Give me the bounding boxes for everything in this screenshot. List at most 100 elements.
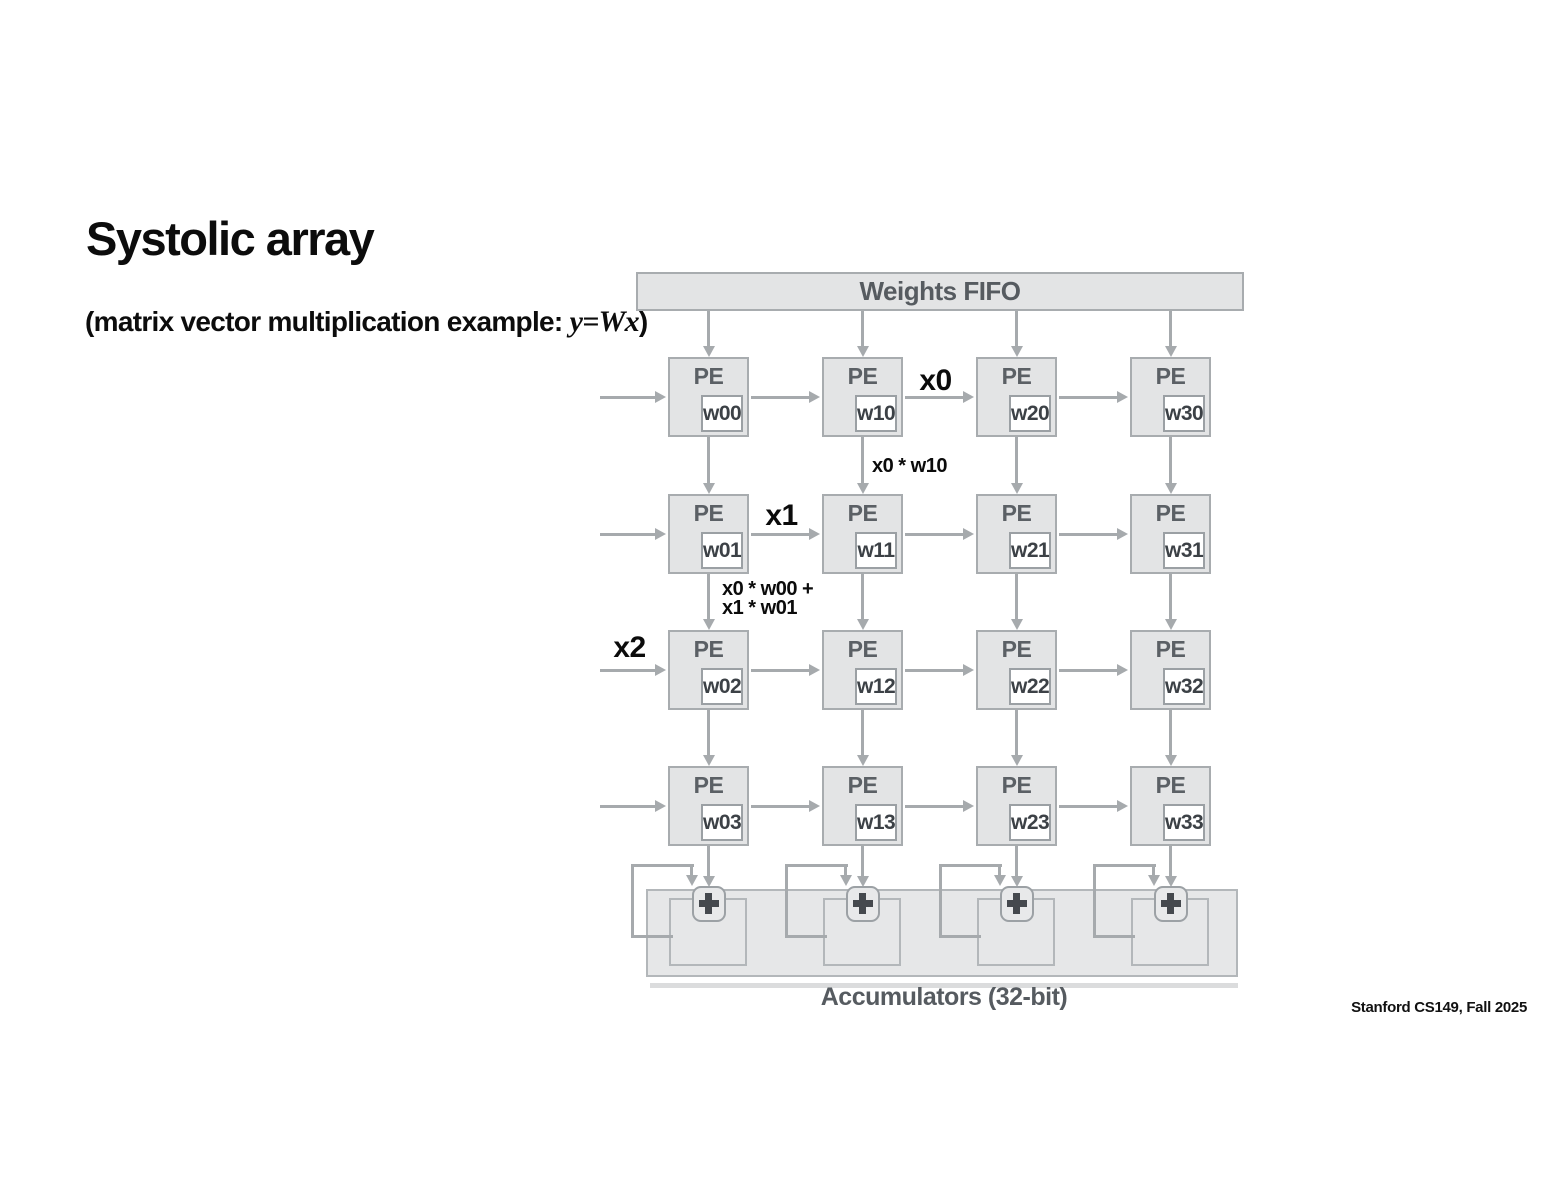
input-label-x1: x1: [765, 499, 798, 532]
pe-title: PE: [847, 500, 878, 526]
arrow-col0-r0r1-line: [707, 437, 710, 484]
arrow-col3-to-accumulator-line: [1169, 846, 1172, 877]
arrow-row2-input-line: [600, 668, 656, 672]
pe-title: PE: [1155, 363, 1186, 389]
arrow-row1-input-line: [600, 532, 656, 536]
arrow-row2-c1c2-head: [963, 664, 974, 676]
arrow-col3-to-accumulator-head: [1164, 876, 1177, 887]
feedback-wire-stub: [998, 864, 1001, 877]
arrow-row3-c1c2-head: [963, 800, 974, 812]
pe-title: PE: [1155, 500, 1186, 526]
weight-register-w32: w32: [1163, 668, 1205, 705]
arrow-col1-r1r2-head: [856, 619, 869, 630]
subtitle-close-paren: ): [638, 306, 648, 337]
weight-register-w30: w30: [1163, 395, 1205, 432]
arrow-row1-c2c3-line: [1059, 532, 1118, 536]
arrow-col0-r2r3-line: [707, 710, 710, 756]
feedback-wire-left: [785, 864, 788, 938]
plus-icon: [705, 893, 712, 914]
subtitle-formula: y=Wx: [569, 305, 640, 338]
pe-title: PE: [1001, 500, 1032, 526]
arrow-row2-input-head: [655, 664, 666, 676]
arrow-fifo-col2-line: [1015, 311, 1018, 347]
arrow-row1-c0c1-head: [809, 528, 820, 540]
arrow-col0-r2r3-head: [702, 755, 715, 766]
feedback-arrow-head: [993, 875, 1006, 886]
arrow-row0-c1c2-head: [963, 391, 974, 403]
arrow-col3-r0r1-line: [1169, 437, 1172, 484]
accumulators-label: Accumulators (32-bit): [820, 983, 1068, 1011]
arrow-fifo-col3-line: [1169, 311, 1172, 347]
arrow-fifo-col0-line: [707, 311, 710, 347]
feedback-wire-stub: [844, 864, 847, 877]
input-label-x0: x0: [919, 364, 952, 397]
arrow-col2-r1r2-line: [1015, 574, 1018, 620]
weight-register-w22: w22: [1009, 668, 1051, 705]
arrow-row2-c0c1-line: [751, 668, 810, 672]
arrow-row3-c2c3-line: [1059, 804, 1118, 808]
arrow-row0-c1c2-line: [905, 395, 964, 399]
partial-sum-label-2-line1: x0 * w00 +: [722, 578, 814, 600]
arrow-row1-c1c2-head: [963, 528, 974, 540]
feedback-wire-bottom: [939, 935, 981, 938]
arrow-row3-c0c1-line: [751, 804, 810, 808]
feedback-wire-top: [1094, 864, 1156, 867]
arrow-row1-c0c1-line: [751, 532, 810, 536]
arrow-row0-input-line: [600, 395, 656, 399]
arrow-col3-r1r2-head: [1164, 619, 1177, 630]
arrow-row2-c0c1-head: [809, 664, 820, 676]
feedback-arrow-head: [1147, 875, 1160, 886]
pe-title: PE: [847, 363, 878, 389]
weights-fifo-box: Weights FIFO: [636, 272, 1244, 311]
pe-cell-w30: PE w30: [1130, 357, 1211, 437]
arrow-row3-c1c2-line: [905, 804, 964, 808]
weight-register-w12: w12: [855, 668, 897, 705]
input-label-x2: x2: [613, 631, 646, 664]
slide-subtitle: (matrix vector multiplication example: y…: [85, 305, 648, 339]
arrow-col1-r2r3-line: [861, 710, 864, 756]
pe-title: PE: [847, 772, 878, 798]
arrow-col2-r2r3-line: [1015, 710, 1018, 756]
arrow-row1-c1c2-line: [905, 532, 964, 536]
arrow-row0-c2c3-head: [1117, 391, 1128, 403]
pe-title: PE: [1001, 363, 1032, 389]
weight-register-w10: w10: [855, 395, 897, 432]
arrow-row1-input-head: [655, 528, 666, 540]
accumulator-adder-3: [1153, 886, 1188, 922]
accumulator-adder-2: [999, 886, 1034, 922]
arrow-col0-r0r1-head: [702, 483, 715, 494]
feedback-wire-stub: [1152, 864, 1155, 877]
arrow-col2-r0r1-head: [1010, 483, 1023, 494]
pe-cell-w03: PE w03: [668, 766, 749, 846]
weight-register-w20: w20: [1009, 395, 1051, 432]
arrow-row2-c2c3-head: [1117, 664, 1128, 676]
weight-register-w01: w01: [701, 532, 743, 569]
feedback-wire-top: [632, 864, 694, 867]
arrow-fifo-col0-head: [702, 346, 715, 357]
feedback-arrow-head: [839, 875, 852, 886]
weights-fifo-label: Weights FIFO: [859, 276, 1021, 306]
feedback-arrow-head: [685, 875, 698, 886]
pe-title: PE: [1001, 636, 1032, 662]
arrow-col1-r0r1-head: [856, 483, 869, 494]
weight-register-w03: w03: [701, 804, 743, 841]
pe-title: PE: [1155, 636, 1186, 662]
pe-title: PE: [693, 363, 724, 389]
arrow-row3-c0c1-head: [809, 800, 820, 812]
feedback-wire-bottom: [785, 935, 827, 938]
feedback-wire-left: [631, 864, 634, 938]
pe-cell-w20: PE w20: [976, 357, 1057, 437]
pe-cell-w32: PE w32: [1130, 630, 1211, 710]
weight-register-w23: w23: [1009, 804, 1051, 841]
arrow-row1-c2c3-head: [1117, 528, 1128, 540]
arrow-row3-input-head: [655, 800, 666, 812]
arrow-col1-r1r2-line: [861, 574, 864, 620]
feedback-wire-left: [939, 864, 942, 938]
plus-icon: [1013, 893, 1020, 914]
pe-title: PE: [693, 772, 724, 798]
